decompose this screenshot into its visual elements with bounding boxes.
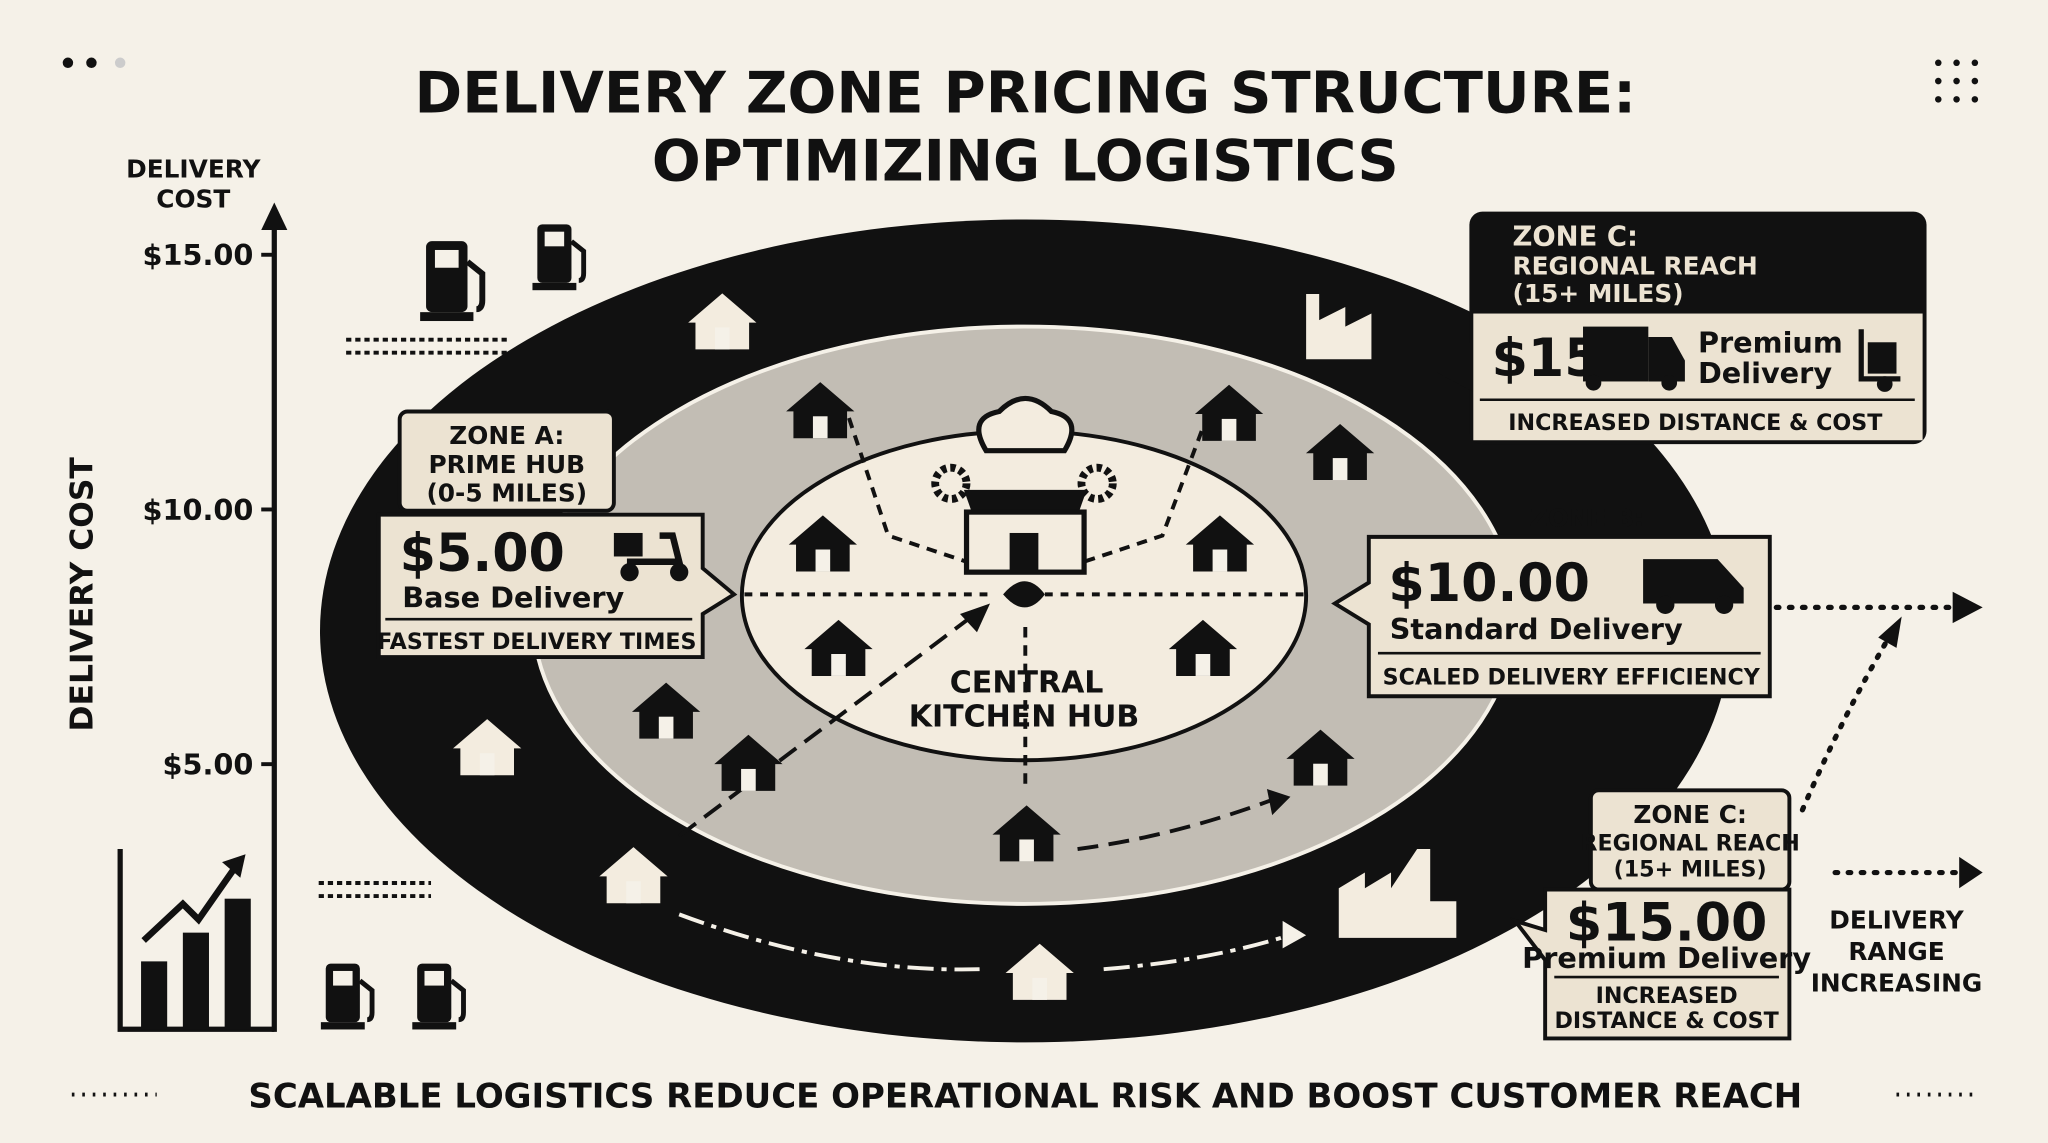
zone-c-top-tier-1: Premium xyxy=(1698,326,1843,360)
hub-label-1: CENTRAL xyxy=(950,665,1104,700)
range-label-1: DELIVERY xyxy=(1829,906,1964,935)
zone-c-bottom-callout: ZONE C: REGIONAL REACH (15+ MILES) $15.0… xyxy=(1509,788,1811,1041)
footer-tagline: SCALABLE LOGISTICS REDUCE OPERATIONAL RI… xyxy=(248,1077,1802,1117)
fuel-pump-icon xyxy=(412,964,463,1030)
zone-c-bottom-name: ZONE C: xyxy=(1633,800,1747,829)
zone-c-top-tier-2: Delivery xyxy=(1698,356,1832,390)
hub-label-2: KITCHEN HUB xyxy=(909,699,1140,734)
zone-c-bottom-tier: Premium Delivery xyxy=(1522,941,1811,975)
zone-c-bottom-subtitle: REGIONAL REACH xyxy=(1580,830,1799,856)
dot-grid-decoration xyxy=(1935,59,1979,103)
zone-c-bottom-range: (15+ MILES) xyxy=(1614,856,1767,882)
tick-15: $15.00 xyxy=(143,238,254,272)
truck-icon xyxy=(1583,326,1685,391)
zone-a-callout: ZONE A: PRIME HUB (0-5 MILES) $5.00 Base… xyxy=(376,409,738,660)
hand-truck-icon xyxy=(1858,329,1901,392)
range-label-3: INCREASING xyxy=(1811,968,1983,997)
factory-icon xyxy=(1306,293,1457,938)
zone-a-name: ZONE A: xyxy=(449,421,564,450)
tire-tracks-icon xyxy=(318,337,510,899)
arrow-icon xyxy=(960,603,991,633)
title-line-2: OPTIMIZING LOGISTICS xyxy=(652,127,1399,194)
zone-c-top-subtitle: REGIONAL REACH xyxy=(1512,251,1757,280)
range-label-2: RANGE xyxy=(1848,937,1944,966)
zone-a-subtitle: PRIME HUB xyxy=(429,450,586,479)
dots-decoration xyxy=(62,57,126,68)
van-icon xyxy=(1643,559,1744,614)
zone-c-top-note: INCREASED DISTANCE & COST xyxy=(1508,410,1883,436)
zone-a-price: $5.00 xyxy=(400,524,565,584)
growth-chart-icon xyxy=(117,849,275,1032)
zone-a-tier: Base Delivery xyxy=(402,580,624,614)
zone-a-range: (0-5 MILES) xyxy=(426,479,587,508)
delivery-routes xyxy=(678,417,1962,972)
zone-c-top-name: ZONE C: xyxy=(1512,222,1637,253)
scooter-icon xyxy=(613,532,689,582)
arrow-icon xyxy=(1282,920,1307,949)
zone-b-tier: Standard Delivery xyxy=(1390,612,1683,646)
fuel-pump-icon xyxy=(532,224,583,290)
axis-top-label-2: COST xyxy=(156,185,230,214)
axis-side-label: DELIVERY COST xyxy=(65,457,101,732)
zone-c-top-callout: ZONE C: REGIONAL REACH (15+ MILES) $15 P… xyxy=(1436,211,1927,445)
kitchen-hub-icon xyxy=(931,395,1117,608)
y-axis-arrow-icon xyxy=(261,202,288,230)
zone-b-callout: $10.00 Standard Delivery SCALED DELIVERY… xyxy=(1331,534,1772,699)
zone-b-price: $10.00 xyxy=(1388,554,1590,614)
zone-b-note: SCALED DELIVERY EFFICIENCY xyxy=(1383,664,1761,690)
arrow-icon xyxy=(1959,856,1983,889)
arrow-icon xyxy=(1952,591,1983,624)
tick-5: $5.00 xyxy=(163,748,254,782)
zone-c-top-price: $15 xyxy=(1492,329,1601,389)
arrow-icon xyxy=(1878,616,1902,648)
title-line-1: DELIVERY ZONE PRICING STRUCTURE: xyxy=(415,59,1637,126)
fuel-pump-icon xyxy=(420,241,482,321)
zone-b-name: ZONE B: xyxy=(1530,503,1644,532)
zone-c-top-range: (15+ MILES) xyxy=(1512,279,1683,308)
arrow-icon xyxy=(1266,788,1291,816)
zone-c-bottom-note-1: INCREASED xyxy=(1596,983,1738,1009)
axis-top-label-1: DELIVERY xyxy=(126,155,261,184)
fuel-pump-icon xyxy=(321,964,372,1030)
zone-c-bottom-note-2: DISTANCE & COST xyxy=(1554,1008,1779,1034)
zone-a-note: FASTEST DELIVERY TIMES xyxy=(377,629,696,655)
tick-10: $10.00 xyxy=(143,493,254,527)
zone-c-bottom-price: $15.00 xyxy=(1566,893,1768,953)
